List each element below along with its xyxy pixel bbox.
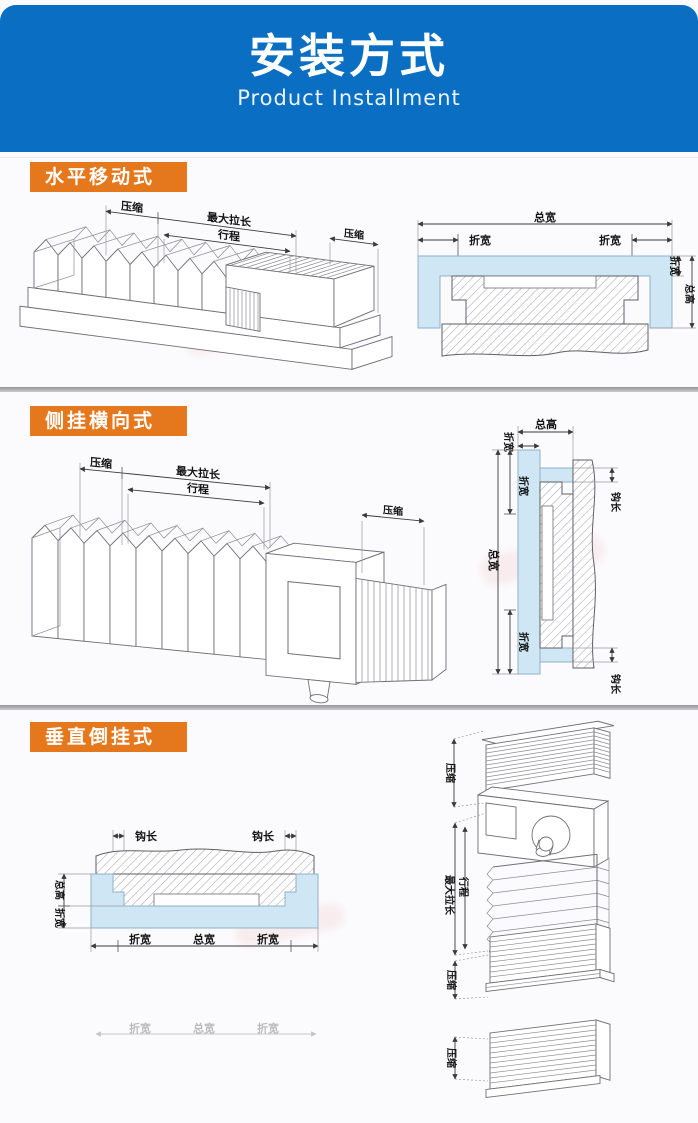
machine-bed — [19, 286, 393, 370]
dim-label-total-height: 总高 — [683, 284, 696, 304]
dim-label-fold-width: 折宽 — [257, 932, 279, 946]
dim-label-fold-width: 折宽 — [129, 932, 151, 946]
bellows-compressed-top — [481, 720, 615, 792]
machine-base — [441, 323, 649, 357]
cover-leg-bottom — [539, 647, 574, 663]
dim-label-compress: 压缩 — [121, 198, 143, 215]
dim-label-fold-width: 折宽 — [502, 432, 515, 452]
dim-label-compress: 压缩 — [445, 970, 458, 990]
bellows-compressed-bottom — [485, 1019, 611, 1098]
groove-slot — [541, 505, 554, 621]
horizontal-iso-drawing: 压缩 最大拉长 行程 压缩 — [19, 198, 393, 370]
dim-label-compress: 压缩 — [90, 455, 112, 471]
groove-slot — [153, 893, 260, 907]
svg-text:总宽: 总宽 — [193, 1021, 215, 1035]
section-label-vertical-inverted: 垂直倒挂式 — [30, 722, 187, 752]
bellows-extended — [31, 514, 295, 660]
side-iso-drawing: 压缩 最大拉长 行程 压缩 — [31, 455, 447, 704]
svg-text:折宽: 折宽 — [129, 1021, 151, 1035]
dim-label-stroke: 行程 — [457, 876, 470, 897]
page-title: 安装方式 — [249, 29, 449, 83]
bellows-compressed — [355, 577, 447, 683]
dim-label-fold-width: 折宽 — [668, 256, 681, 276]
section-divider — [0, 387, 698, 392]
carriage-box — [476, 786, 610, 868]
machine-body — [572, 459, 596, 669]
horizontal-section-drawing: 总宽 折宽 折宽 折宽 总高 — [417, 210, 696, 357]
dim-label-compress: 压缩 — [445, 1048, 458, 1068]
dim-label-fold-width: 折宽 — [599, 233, 621, 247]
bellows-compressed-mid — [485, 923, 615, 992]
dim-label-stroke: 行程 — [186, 480, 209, 496]
groove-slot — [483, 275, 597, 289]
dim-label-compress: 压缩 — [383, 503, 403, 518]
clipped-dimension-line: 折宽 总宽 折宽 — [95, 1021, 317, 1037]
svg-text:折宽: 折宽 — [257, 1021, 279, 1035]
header-hairline — [0, 157, 698, 158]
page-subtitle: Product Installment — [237, 86, 461, 111]
dimensions: 压缩 最大拉长 行程 压缩 — [79, 455, 425, 586]
cover-leg-top — [539, 467, 574, 483]
dimensions: 压缩 最大拉长 行程 压缩 — [105, 198, 379, 313]
dim-label-hook-length: 钩长 — [135, 829, 158, 843]
dim-label-fold-width: 折宽 — [517, 632, 530, 652]
dim-label-stroke: 行程 — [217, 227, 240, 244]
dim-label-compress: 压缩 — [344, 226, 364, 242]
dim-label-max-extend: 最大拉长 — [207, 210, 252, 230]
dim-label-max-extend: 最大拉长 — [176, 463, 221, 481]
section-label-side-hung: 侧挂横向式 — [30, 406, 187, 436]
dim-label-hook-length: 钩长 — [609, 674, 622, 695]
dim-label-compress: 压缩 — [444, 763, 457, 783]
dim-label-total-width: 总宽 — [534, 210, 556, 224]
dim-label-total-width: 总宽 — [487, 549, 501, 571]
bellows-cover-section — [417, 255, 673, 329]
section-divider — [0, 705, 698, 710]
dim-label-fold-width: 折宽 — [517, 476, 530, 496]
vertical-iso-drawing: 压缩 最大拉长 行程 压缩 压缩 — [443, 720, 615, 1098]
dim-label-total-height: 总高 — [535, 417, 557, 431]
dim-label-total-width: 总宽 — [193, 932, 215, 946]
vertical-section-drawing: 钩长 钩长 总高 折宽 折宽 总宽 折宽 折宽 总宽 折宽 — [53, 829, 319, 1037]
dim-label-fold-width: 折宽 — [469, 233, 491, 247]
dim-label-hook-length: 钩长 — [609, 492, 622, 513]
header-banner: 安装方式 Product Installment — [0, 5, 698, 152]
side-section-drawing: 总高 折宽 总宽 折宽 折宽 钩长 钩长 — [487, 417, 622, 695]
dimensions: 压缩 最大拉长 行程 压缩 压缩 — [443, 730, 489, 1082]
bellows-compressed — [225, 251, 375, 332]
dim-label-max-extend: 最大拉长 — [443, 875, 456, 916]
dim-label-total-height: 总高 — [53, 880, 66, 900]
machine-body — [95, 848, 315, 875]
dim-label-hook-length: 钩长 — [252, 829, 275, 843]
section-label-horizontal-moving: 水平移动式 — [30, 162, 187, 192]
dim-label-fold-width: 折宽 — [53, 908, 66, 928]
